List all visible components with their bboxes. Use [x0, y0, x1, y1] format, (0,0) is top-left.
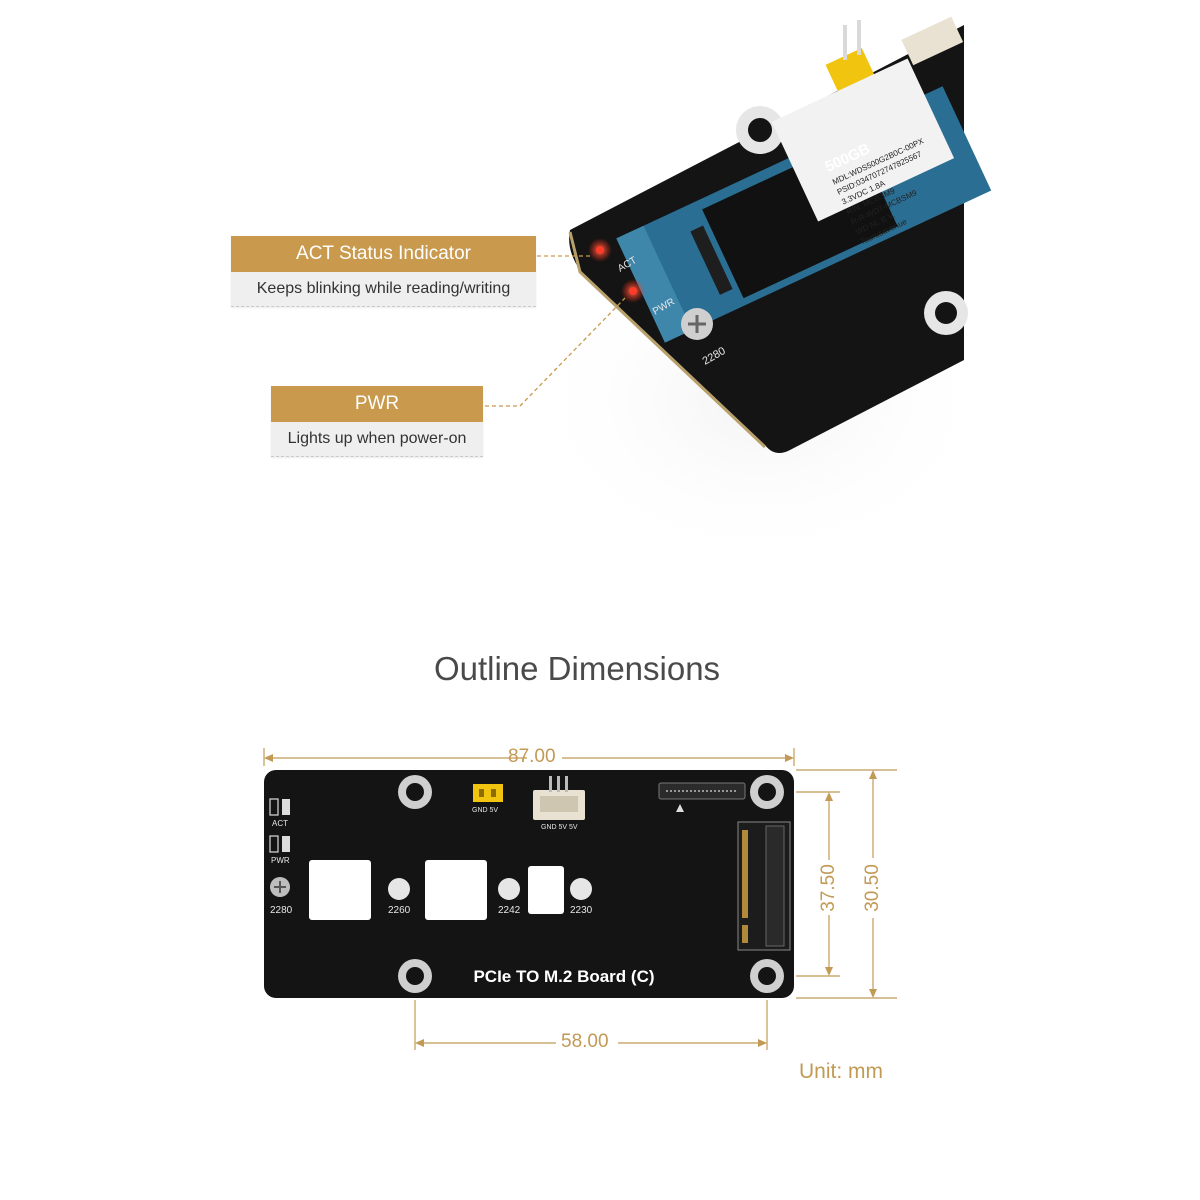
- unit-label: Unit: mm: [799, 1060, 883, 1083]
- mount-hole: [750, 959, 784, 993]
- ssd-photo: [616, 58, 992, 343]
- act-led-footprint: [269, 798, 290, 816]
- connector-photo: [901, 16, 964, 66]
- pwr-callout-title: PWR: [271, 386, 483, 422]
- act-callout-desc: Keeps blinking while reading/writing: [231, 272, 536, 307]
- section-title: Outline Dimensions: [433, 650, 721, 687]
- pwr-led-footprint: [269, 835, 290, 853]
- dim-hole-spacing-h-line: [414, 1000, 768, 1050]
- size-label-2242: 2242: [498, 905, 521, 916]
- dim-hole-spacing-v-value: 37.50: [818, 864, 839, 912]
- act-led: [596, 246, 604, 254]
- mount-hole: [398, 775, 432, 809]
- screw-2280: [270, 877, 290, 897]
- standoff-hole-2260: [388, 878, 410, 900]
- header-pin: [479, 789, 484, 797]
- cutout: [425, 860, 487, 920]
- standoff-hole-2242: [498, 878, 520, 900]
- act-callout-title: ACT Status Indicator: [231, 236, 536, 272]
- pwr-leader-line: [485, 297, 626, 407]
- connector-silk: GND 5V 5V: [541, 824, 578, 831]
- act-callout: ACT Status Indicator Keeps blinking whil…: [231, 236, 536, 307]
- dim-width-value: 87.00: [508, 746, 556, 767]
- pcb-edge: [568, 231, 767, 449]
- pwr-callout: PWR Lights up when power-on: [271, 386, 483, 457]
- mount-hole-photo: [736, 106, 784, 154]
- dim-hole-spacing-v-line: [796, 791, 840, 977]
- cutout: [309, 860, 371, 920]
- mount-hole: [750, 775, 784, 809]
- board-photo: GND 5V 500GB MDL:WDS500G2B0C-00PX PSID:0…: [485, 16, 1000, 570]
- board-name: PCIe TO M.2 Board (C): [473, 967, 654, 986]
- pin1-marker: [676, 804, 684, 812]
- dim-height-value: 30.50: [862, 864, 883, 912]
- size-label-2260: 2260: [388, 905, 411, 916]
- dim-width-line: [263, 748, 795, 766]
- pwr-callout-desc: Lights up when power-on: [271, 422, 483, 457]
- fan-connector: [533, 776, 585, 820]
- header-silk: GND 5V: [472, 807, 498, 814]
- standoff-hole-2230: [570, 878, 592, 900]
- m2-slot: [737, 821, 791, 951]
- size-label-2230: 2230: [570, 905, 593, 916]
- power-header-photo: [825, 20, 875, 93]
- fpc-connector: [658, 782, 746, 800]
- pwr-led: [629, 287, 637, 295]
- cutout: [528, 866, 564, 914]
- dim-hole-spacing-h-value: 58.00: [561, 1031, 609, 1052]
- mount-hole: [398, 959, 432, 993]
- dim-height-line: [796, 769, 897, 999]
- screw-photo: [681, 308, 713, 340]
- size-label-2280: 2280: [270, 905, 293, 916]
- header-pin: [491, 789, 496, 797]
- pwr-silk: PWR: [271, 856, 290, 865]
- act-silk: ACT: [272, 819, 288, 828]
- power-header: [473, 784, 503, 802]
- mount-hole-photo: [924, 291, 968, 335]
